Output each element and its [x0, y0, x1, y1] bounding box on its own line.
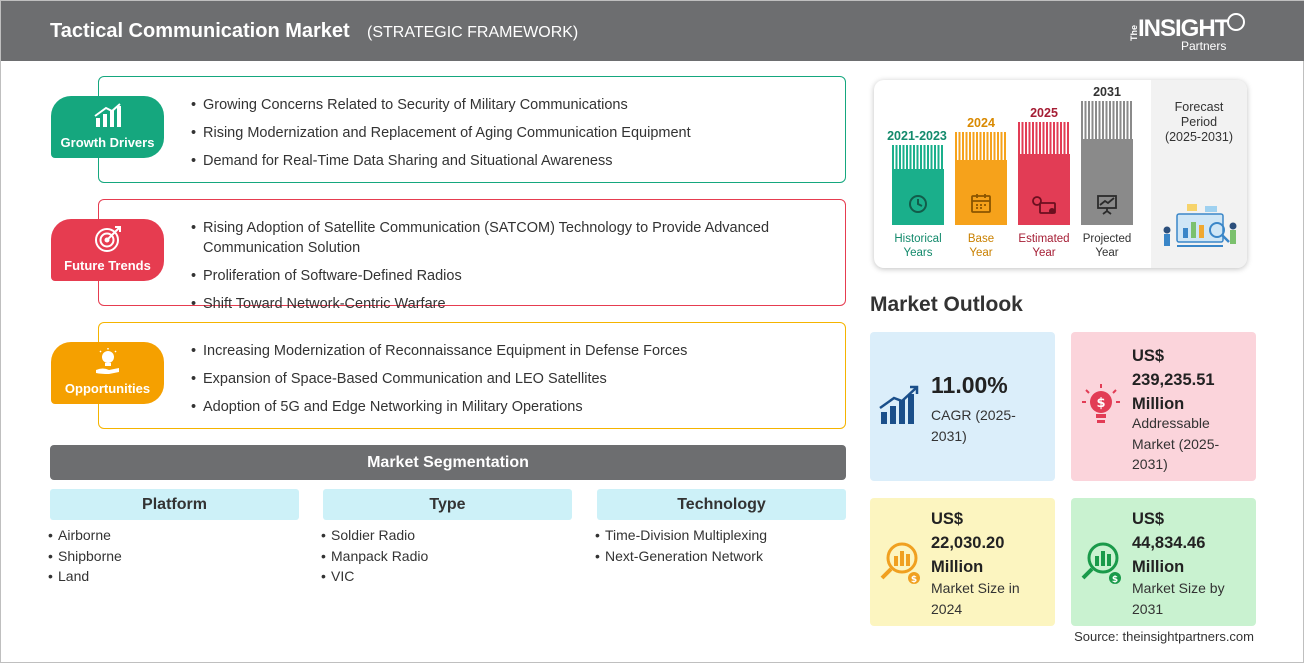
source-credit: Source: theinsightpartners.com	[1074, 629, 1254, 644]
list-item: Soldier Radio	[321, 525, 428, 546]
type-list: Soldier Radio Manpack Radio VIC	[321, 525, 428, 587]
timeline-card: Forecast Period (2025-2031)	[874, 80, 1247, 268]
growth-drivers-list: Growing Concerns Related to Security of …	[191, 95, 805, 179]
market-size-2031-card: $ US$ 44,834.46 Million Market Size by 2…	[1071, 498, 1256, 626]
timeline-bar-estimated	[1018, 122, 1070, 225]
list-item: Next-Generation Network	[595, 546, 767, 567]
svg-text:$: $	[1112, 575, 1118, 585]
list-item: Demand for Real-Time Data Sharing and Si…	[191, 151, 805, 171]
growth-drivers-label: Growth Drivers	[60, 135, 155, 150]
segment-heading-technology: Technology	[597, 489, 846, 520]
timeline-bar-base	[955, 132, 1007, 225]
market-segmentation-bar: Market Segmentation	[50, 445, 846, 480]
future-trends-box: Rising Adoption of Satellite Communicati…	[98, 199, 846, 314]
target-icon	[95, 226, 121, 252]
growth-drivers-box: Growing Concerns Related to Security of …	[98, 76, 846, 183]
opportunities-label: Opportunities	[64, 381, 151, 396]
addressable-market-card: $ US$ 239,235.51 Million Addressable Mar…	[1071, 332, 1256, 481]
svg-text:$: $	[911, 575, 917, 585]
list-item: Proliferation of Software-Defined Radios	[191, 266, 805, 286]
list-item: Increasing Modernization of Reconnaissan…	[191, 341, 805, 361]
header-bar: Tactical Communication Market (STRATEGIC…	[1, 1, 1304, 61]
growth-chart-icon	[94, 103, 121, 127]
market-size-2024-card: $ US$ 22,030.20 Million Market Size in 2…	[870, 498, 1055, 626]
market-size-2031-value: US$ 44,834.46 Million	[1132, 510, 1206, 576]
timeline-bar-historical	[892, 145, 944, 225]
list-item: Airborne	[48, 525, 122, 546]
list-item: Expansion of Space-Based Communication a…	[191, 369, 805, 389]
forecast-label: Forecast	[1174, 100, 1224, 114]
market-size-2031-description: Market Size by 2031	[1132, 580, 1225, 617]
magnifier-chart-icon: $	[880, 542, 920, 585]
calendar-icon	[971, 194, 991, 213]
list-item: Land	[48, 566, 122, 587]
page-subtitle: (STRATEGIC FRAMEWORK)	[367, 24, 579, 41]
lightbulb-hand-icon	[96, 348, 119, 374]
year-label-base: 2024	[967, 116, 995, 130]
forecast-period-panel: Forecast Period (2025-2031)	[1151, 80, 1247, 268]
year-label-historical: 2021-2023	[887, 129, 947, 143]
year-label-projected: 2031	[1093, 85, 1121, 99]
list-item: Rising Modernization and Replacement of …	[191, 123, 805, 143]
list-item: Rising Adoption of Satellite Communicati…	[191, 218, 805, 258]
growth-bars-icon	[879, 385, 919, 424]
money-bulb-icon: $	[1082, 384, 1120, 423]
cagr-description: CAGR (2025- 2031)	[931, 407, 1016, 444]
year-label-estimated: 2025	[1030, 106, 1058, 120]
logo-ring-icon	[1227, 13, 1245, 31]
cagr-card: 11.00% CAGR (2025- 2031)	[870, 332, 1055, 481]
bar-label-base: Base Year	[967, 233, 995, 259]
opportunities-badge: Opportunities	[51, 342, 164, 404]
opportunities-box: Increasing Modernization of Reconnaissan…	[98, 322, 846, 429]
projection-board-icon	[1097, 195, 1117, 215]
list-item: Shipborne	[48, 546, 122, 567]
page-title: Tactical Communication Market	[50, 20, 350, 42]
addressable-market-value: US$ 239,235.51 Million	[1132, 347, 1215, 413]
market-size-2024-description: Market Size in 2024	[931, 580, 1020, 617]
list-item: Shift Toward Network-Centric Warfare	[191, 294, 805, 314]
bar-label-projected: Projected Year	[1082, 233, 1132, 259]
estimate-gear-icon	[1032, 196, 1056, 214]
list-item: Manpack Radio	[321, 546, 428, 567]
market-size-2024-value: US$ 22,030.20 Million	[931, 510, 1005, 576]
growth-drivers-badge: Growth Drivers	[51, 96, 164, 158]
list-item: Time-Division Multiplexing	[595, 525, 767, 546]
history-clock-icon	[909, 195, 927, 213]
platform-list: Airborne Shipborne Land	[48, 525, 122, 587]
opportunities-list: Increasing Modernization of Reconnaissan…	[191, 341, 805, 425]
market-outlook-title: Market Outlook	[870, 293, 1023, 316]
forecast-range: (2025-2031)	[1164, 130, 1234, 144]
svg-text:$: $	[1096, 396, 1105, 411]
bar-label-estimated: Estimated Year	[1018, 233, 1070, 259]
list-item: Growing Concerns Related to Security of …	[191, 95, 805, 115]
segment-heading-type: Type	[323, 489, 572, 520]
list-item: Adoption of 5G and Edge Networking in Mi…	[191, 397, 805, 417]
timeline-bar-projected	[1081, 101, 1133, 225]
future-trends-label: Future Trends	[64, 258, 151, 273]
bar-label-historical: Historical Years	[894, 233, 942, 259]
future-trends-list: Rising Adoption of Satellite Communicati…	[191, 218, 805, 322]
analytics-people-icon	[1163, 204, 1237, 247]
addressable-market-description: Addressable Market (2025- 2031)	[1132, 415, 1220, 472]
period-label: Period	[1180, 115, 1218, 129]
list-item: VIC	[321, 566, 428, 587]
magnifier-growth-icon: $	[1081, 542, 1121, 585]
technology-list: Time-Division Multiplexing Next-Generati…	[595, 525, 767, 566]
future-trends-badge: Future Trends	[51, 219, 164, 281]
cagr-value: 11.00%	[931, 372, 1008, 398]
segment-heading-platform: Platform	[50, 489, 299, 520]
insight-partners-logo: The INSIGHT Partners	[1129, 11, 1259, 55]
